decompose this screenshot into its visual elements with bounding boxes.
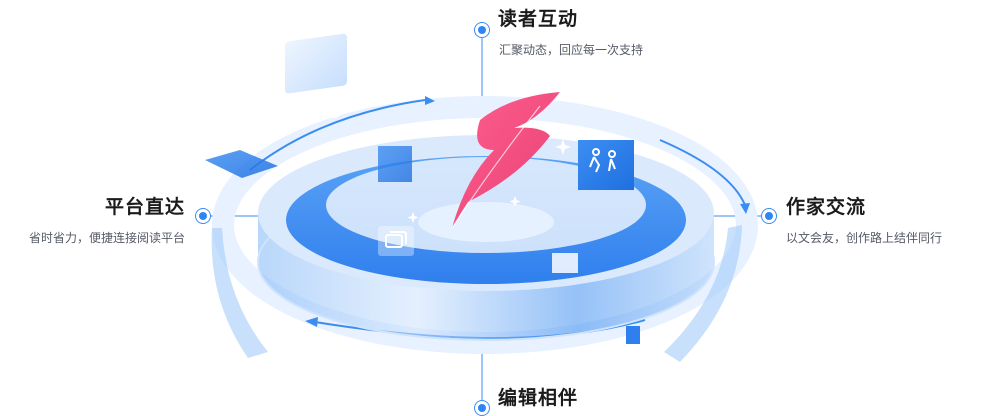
panel-cloud: [285, 33, 347, 94]
cloud-doc-icon: [314, 99, 342, 118]
panel-blue-bottom: [626, 326, 640, 344]
sparkle-icon: [555, 139, 571, 155]
people-icon: [589, 148, 616, 173]
feature-desc-reader-interaction: 汇聚动态，回应每一次支持: [499, 43, 644, 57]
panel-people: [578, 140, 634, 190]
side-panel-left: [211, 228, 268, 358]
anchor-dot-top: [474, 22, 490, 38]
orbit-arrow-top-icon: [425, 96, 435, 105]
outer-ring: [212, 96, 758, 354]
anchor-dot-right: [761, 208, 777, 224]
orbit-arc-top: [249, 99, 426, 171]
orbit-arrow-right-icon: [740, 203, 750, 214]
feature-title-reader-interaction: 读者互动: [498, 8, 579, 30]
orbit-arc-right: [659, 139, 746, 206]
feature-title-platform-direct: 平台直达: [104, 196, 185, 218]
side-panel-right: [664, 225, 742, 362]
panel-white: [552, 253, 578, 273]
feature-title-editor-companion: 编辑相伴: [498, 387, 579, 409]
feature-desc-writer-exchange: 以文会友，创作路上结伴同行: [786, 231, 943, 245]
feather-icon: [451, 92, 560, 229]
feature-title-writer-exchange: 作家交流: [786, 196, 867, 218]
cards-icon: [385, 231, 407, 248]
anchor-dot-left: [195, 208, 211, 224]
panel-blue-center: [378, 146, 412, 182]
disc-pedestal: [418, 202, 554, 242]
feature-desc-platform-direct: 省时省力，便捷连接阅读平台: [28, 231, 185, 245]
orbit-arrow-bottom-icon: [305, 317, 318, 327]
sparkle-small-icon: [407, 212, 419, 223]
anchor-dot-bottom: [474, 400, 490, 416]
sparkle-small-icon-2: [509, 196, 521, 207]
panel-blue-left: [205, 150, 278, 178]
panel-cards: [378, 226, 414, 256]
